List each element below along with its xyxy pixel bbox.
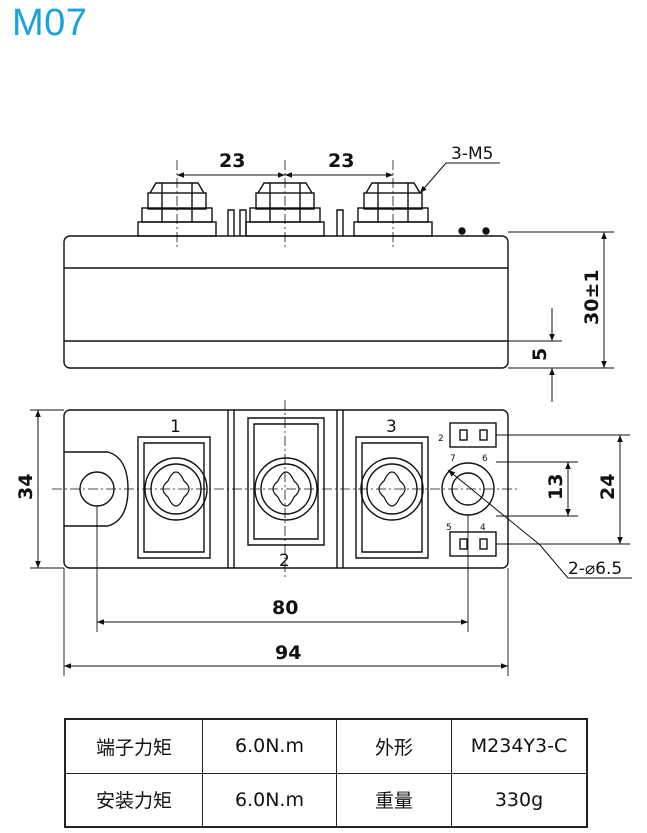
- thread-callout: 3-M5: [451, 144, 493, 164]
- dim-length: 94: [275, 642, 301, 664]
- dim-13: 13: [545, 474, 567, 500]
- dim-spacing-right: 23: [328, 150, 354, 172]
- spec-value: 6.0N.m: [202, 718, 337, 774]
- pin-label-4: 4: [480, 523, 486, 533]
- terminal-label-2: 2: [279, 551, 290, 571]
- pin-label-6: 6: [482, 454, 488, 464]
- technical-drawing: 23 23 3-M5 30±1 5: [15, 144, 632, 676]
- spec-value: M234Y3-C: [451, 718, 588, 774]
- dim-height: 30±1: [581, 269, 603, 325]
- dim-24: 24: [597, 474, 619, 500]
- terminal-label-1: 1: [170, 417, 181, 437]
- spec-value: 330g: [451, 772, 588, 828]
- spec-label: 重量: [336, 772, 452, 828]
- hole-callout: 2-⌀6.5: [568, 559, 622, 579]
- top-view: [30, 400, 632, 676]
- table-row: 安装力矩 6.0N.m 重量 330g: [64, 772, 588, 828]
- dim-spacing-left: 23: [219, 150, 245, 172]
- terminal-pad-3: [355, 436, 429, 559]
- side-view: [63, 160, 614, 402]
- spec-label: 安装力矩: [64, 772, 203, 828]
- pin-label-5: 5: [446, 523, 452, 533]
- spec-label: 外形: [336, 718, 452, 774]
- pin-connector-top: [449, 422, 497, 448]
- dim-width: 34: [15, 474, 37, 500]
- module-body-side: [63, 235, 509, 369]
- pin-label-7: 7: [450, 454, 456, 464]
- dim-hole-pitch: 80: [272, 597, 298, 619]
- terminal-pad-2: [247, 417, 325, 546]
- dim-base: 5: [529, 348, 551, 361]
- page-title: M07: [12, 2, 88, 44]
- terminal-label-3: 3: [386, 417, 397, 437]
- table-row: 端子力矩 6.0N.m 外形 M234Y3-C: [64, 718, 588, 774]
- terminal-pad-1: [137, 436, 211, 559]
- spec-table: 端子力矩 6.0N.m 外形 M234Y3-C 安装力矩 6.0N.m 重量 3…: [64, 718, 588, 828]
- spec-label: 端子力矩: [64, 718, 203, 774]
- spec-value: 6.0N.m: [202, 772, 337, 828]
- pin-label-2: 2: [438, 434, 444, 444]
- pin-connector-bottom: [449, 531, 497, 557]
